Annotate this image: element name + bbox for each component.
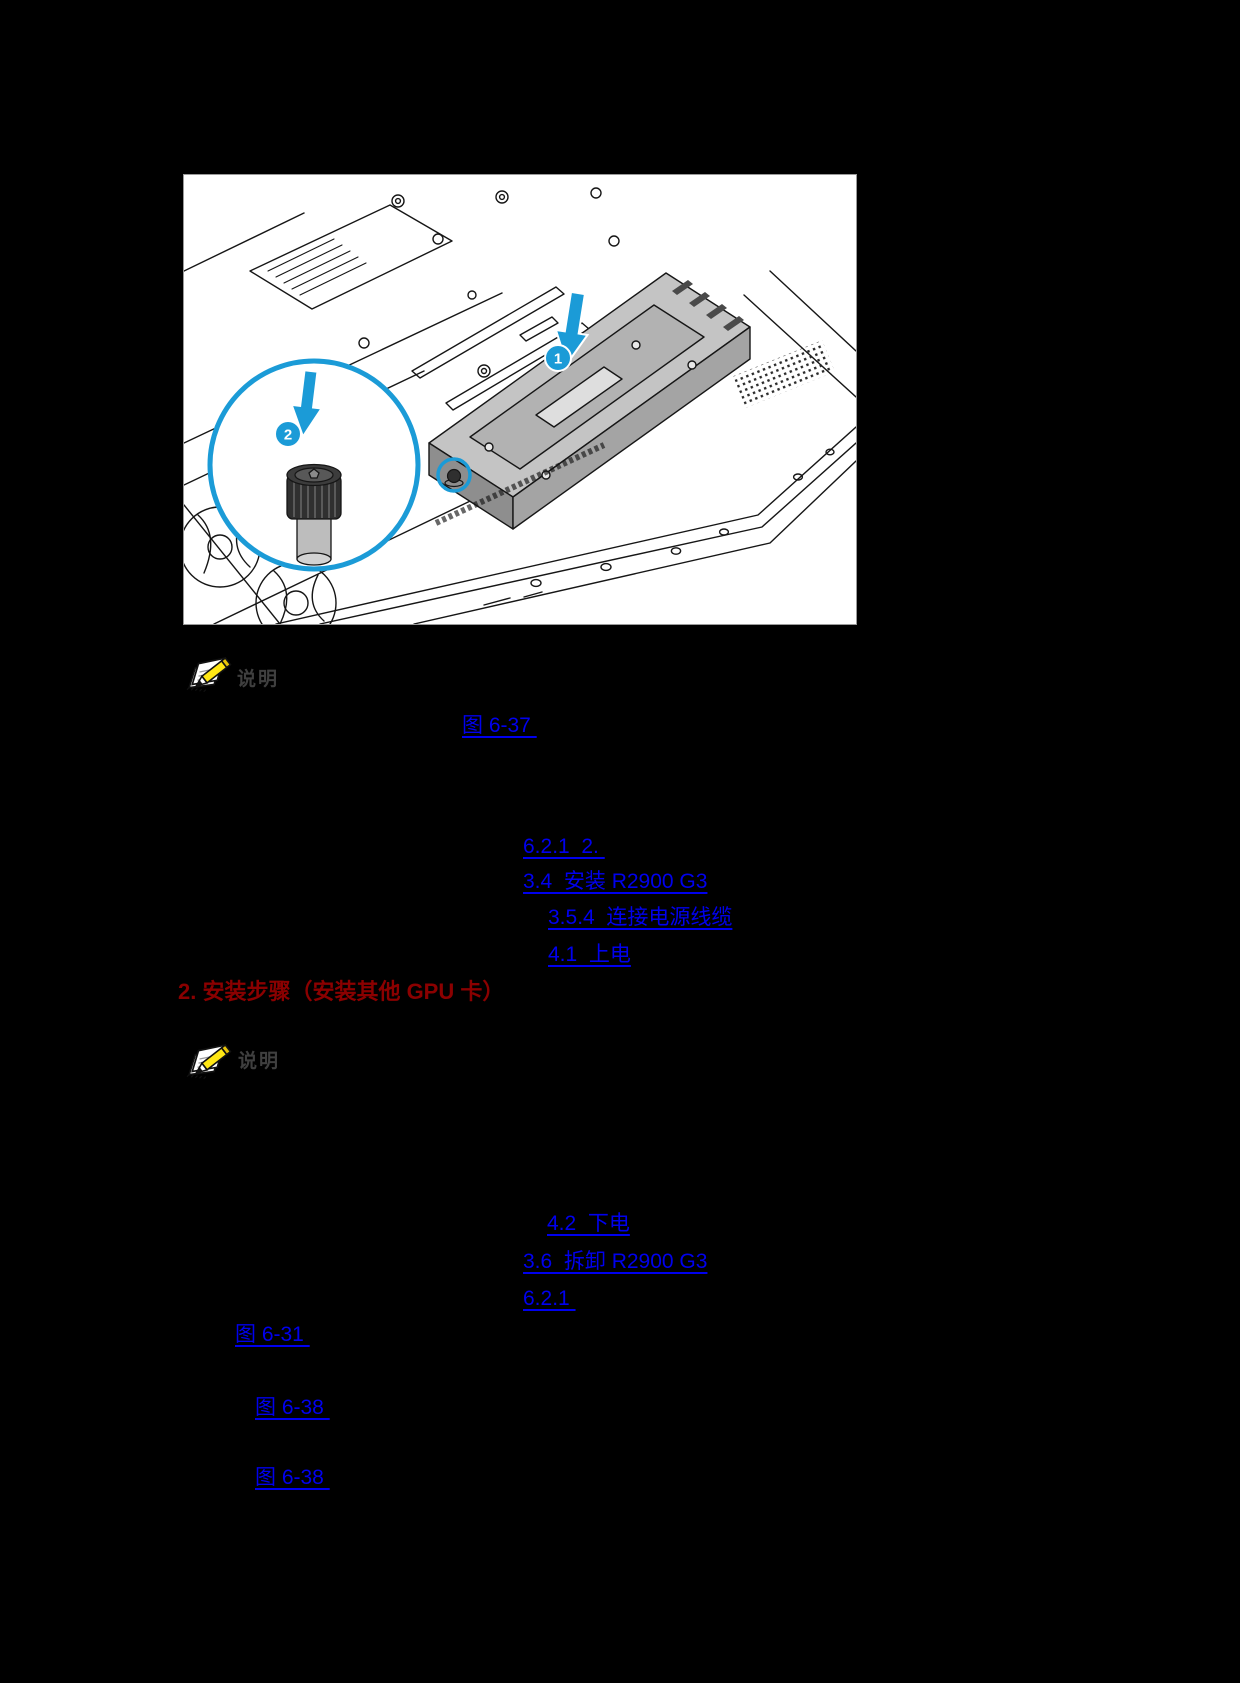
step1-badge: 1 bbox=[544, 344, 572, 372]
link-fig-6-31[interactable]: 图 6-31 bbox=[235, 1323, 310, 1346]
notepad-pencil-icon bbox=[186, 1043, 232, 1080]
note-icon bbox=[186, 1039, 236, 1086]
slot-strip bbox=[434, 442, 606, 526]
thumbscrew bbox=[286, 463, 342, 566]
installation-figure: 2 1 bbox=[179, 174, 857, 644]
link-3-6-remove-r2900-g3[interactable]: 3.6 拆卸 R2900 G3 bbox=[523, 1250, 708, 1273]
screw-highlight-circle bbox=[436, 457, 472, 493]
installation-figure-svg: 2 1 bbox=[179, 175, 857, 644]
link-4-2-power-off[interactable]: 4.2 下电 bbox=[547, 1212, 630, 1235]
step2-arrow bbox=[290, 369, 324, 439]
riser-cage bbox=[428, 272, 751, 530]
notepad-pencil-icon bbox=[186, 656, 232, 693]
link-fig-6-37[interactable]: 图 6-37 bbox=[462, 714, 537, 737]
step2-badge: 2 bbox=[274, 420, 302, 448]
link-fig-6-38-a[interactable]: 图 6-38 bbox=[255, 1396, 330, 1419]
svg-text:1: 1 bbox=[554, 351, 562, 368]
link-3-4-install-r2900-g3[interactable]: 3.4 安装 R2900 G3 bbox=[523, 870, 708, 893]
svg-text:2: 2 bbox=[284, 427, 292, 444]
note-icon bbox=[186, 652, 236, 699]
note-label: 说明 bbox=[238, 1051, 281, 1072]
side-vent-grid bbox=[733, 340, 835, 408]
link-4-1-power-on[interactable]: 4.1 上电 bbox=[548, 943, 631, 966]
link-6-2-1-2[interactable]: 6.2.1 2. bbox=[523, 835, 605, 858]
note-label: 说明 bbox=[237, 669, 280, 690]
link-3-5-4-connect-power-cable[interactable]: 3.5.4 连接电源线缆 bbox=[548, 906, 733, 929]
link-6-2-1[interactable]: 6.2.1 bbox=[523, 1287, 576, 1310]
link-fig-6-38-b[interactable]: 图 6-38 bbox=[255, 1466, 330, 1489]
heading-install-steps-other-gpu: 2. 安装步骤（安装其他 GPU 卡） bbox=[178, 979, 505, 1004]
